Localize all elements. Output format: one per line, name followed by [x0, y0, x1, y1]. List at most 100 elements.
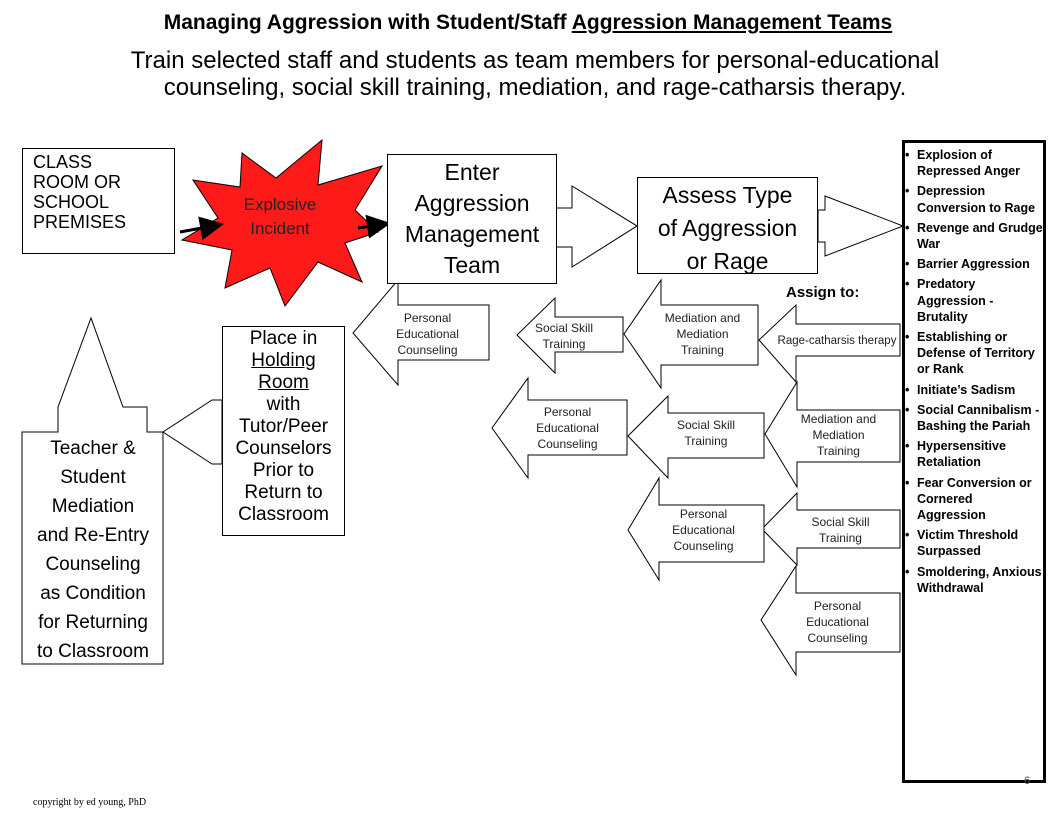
assign-to-label: Assign to:	[786, 284, 860, 301]
teacher-line: Mediation	[51, 496, 135, 517]
holding-line: Tutor/Peer	[238, 416, 329, 437]
label-line: Counseling	[673, 539, 734, 553]
aggression-types-list: Explosion of Repressed Anger Depression …	[905, 143, 1043, 596]
social-1-label: Social Skill Training	[525, 320, 603, 352]
classroom-line: PREMISES	[33, 212, 127, 232]
arrow-personal-3	[627, 476, 765, 582]
teacher-line: and Re-Entry	[37, 525, 149, 546]
label-line: Personal	[813, 599, 862, 613]
label-line: Counseling	[537, 437, 598, 451]
team-to-assess-arrow	[555, 185, 638, 268]
enter-line: Team	[443, 252, 501, 278]
holding-line: Place in	[249, 328, 318, 349]
holding-line: Counselors	[235, 438, 332, 459]
teacher-line: to Classroom	[37, 641, 149, 662]
title-underlined: Aggression Management Teams	[571, 11, 893, 34]
arrow-personal-4	[760, 564, 901, 677]
subtitle-line-2: counseling, social skill training, media…	[163, 74, 907, 101]
teacher-line: Teacher &	[50, 438, 136, 459]
arrow-personal-1	[352, 278, 490, 387]
copyright-text: copyright by ed young, PhD	[33, 797, 147, 808]
list-item: Depression Conversion to Rage	[905, 183, 1043, 215]
holding-line: Prior to	[252, 460, 315, 481]
enter-line: Management	[404, 221, 540, 247]
incident-line: Incident	[250, 219, 310, 238]
label-line: Personal	[543, 405, 592, 419]
page-title: Managing Aggression with Student/Staff A…	[0, 11, 1056, 35]
assess-to-types-arrow	[817, 195, 905, 257]
subtitle: Train selected staff and students as tea…	[60, 47, 1010, 101]
rage-catharsis-label: Rage-catharsis therapy	[777, 335, 897, 347]
label-line: Mediation and	[664, 311, 741, 325]
teacher-line: Counseling	[45, 554, 141, 575]
enter-line: Aggression	[414, 190, 530, 216]
list-item: Hypersensitive Retaliation	[905, 438, 1043, 470]
teacher-up-arrow	[21, 316, 164, 665]
title-prefix: Managing Aggression with Student/Staff	[163, 11, 572, 34]
label-line: Training	[684, 434, 728, 448]
list-item: Establishing or Defense of Territory or …	[905, 329, 1043, 378]
label-line: Training	[817, 444, 860, 458]
list-item: Explosion of Repressed Anger	[905, 147, 1043, 179]
label-line: Counseling	[397, 343, 458, 357]
classroom-line: CLASS	[33, 152, 93, 172]
classroom-line: ROOM OR	[33, 172, 121, 192]
page-number: 6	[1024, 775, 1031, 787]
holding-line: Classroom	[238, 504, 329, 525]
list-item: Revenge and Grudge War	[905, 220, 1043, 252]
classroom-box: CLASS ROOM OR SCHOOL PREMISES	[22, 148, 175, 254]
assess-line: or Rage	[686, 248, 769, 274]
holding-line: Return to	[244, 482, 323, 503]
label-line: Training	[542, 337, 586, 351]
list-item: Predatory Aggression - Brutality	[905, 276, 1043, 325]
label-line: Educational	[806, 615, 869, 629]
label-line: Personal	[403, 311, 452, 325]
enter-team-box: Enter Aggression Management Team	[387, 154, 557, 284]
arrow-rage-catharsis	[758, 303, 901, 384]
holding-line: with	[266, 394, 301, 415]
social-2-label: Social Skill Training	[666, 417, 746, 449]
teacher-line: for Returning	[38, 612, 148, 633]
personal-4-label: Personal Educational Counseling	[790, 598, 885, 646]
classroom-line: SCHOOL	[33, 192, 110, 212]
arrow-mediation-2	[764, 380, 901, 489]
teacher-mediation-label: Teacher & Student Mediation and Re-Entry…	[18, 434, 168, 666]
arrow-mediation-1	[623, 278, 759, 390]
holding-line-underlined: Room	[258, 372, 309, 393]
holding-line-underlined: Holding	[251, 350, 316, 371]
explosive-incident-label: Explosive Incident	[220, 193, 340, 241]
subtitle-line-1: Train selected staff and students as tea…	[130, 47, 940, 74]
arrow-personal-2	[491, 376, 628, 480]
label-line: Mediation	[676, 327, 729, 341]
explosive-starburst	[180, 138, 384, 308]
label-line: Social Skill	[811, 515, 870, 529]
label-line: Social Skill	[676, 418, 736, 432]
label-line: Mediation and	[800, 412, 877, 426]
arrow-social-1	[516, 296, 624, 375]
assess-line: of Aggression	[657, 215, 798, 241]
label-line: Educational	[536, 421, 599, 435]
enter-line: Enter	[444, 159, 500, 185]
list-item: Initiate’s Sadism	[905, 382, 1043, 398]
label-line: Educational	[672, 523, 735, 537]
assess-type-box: Assess Type of Aggression or Rage	[637, 177, 818, 274]
holding-room-box: Place in Holding Room with Tutor/Peer Co…	[222, 326, 345, 536]
list-item: Smoldering, Anxious Withdrawal	[905, 564, 1043, 596]
teacher-line: as Condition	[40, 583, 146, 604]
incident-to-team-arrow	[357, 214, 391, 239]
list-item: Social Cannibalism - Bashing the Pariah	[905, 402, 1043, 434]
assess-line: Assess Type	[662, 182, 793, 208]
mediation-2-label: Mediation and Mediation Training	[786, 411, 891, 459]
personal-2-label: Personal Educational Counseling	[520, 404, 615, 452]
explosive-line: Explosive	[243, 195, 317, 214]
classroom-to-incident-arrow	[179, 216, 224, 241]
list-item: Fear Conversion or Cornered Aggression	[905, 475, 1043, 524]
label-line: Counseling	[807, 631, 868, 645]
aggression-types-panel: Explosion of Repressed Anger Depression …	[902, 140, 1046, 783]
list-item: Barrier Aggression	[905, 256, 1043, 272]
label-line: Training	[681, 343, 724, 357]
holding-to-teacher-arrow	[162, 399, 223, 465]
social-3-label: Social Skill Training	[798, 514, 883, 546]
personal-1-label: Personal Educational Counseling	[380, 310, 475, 358]
